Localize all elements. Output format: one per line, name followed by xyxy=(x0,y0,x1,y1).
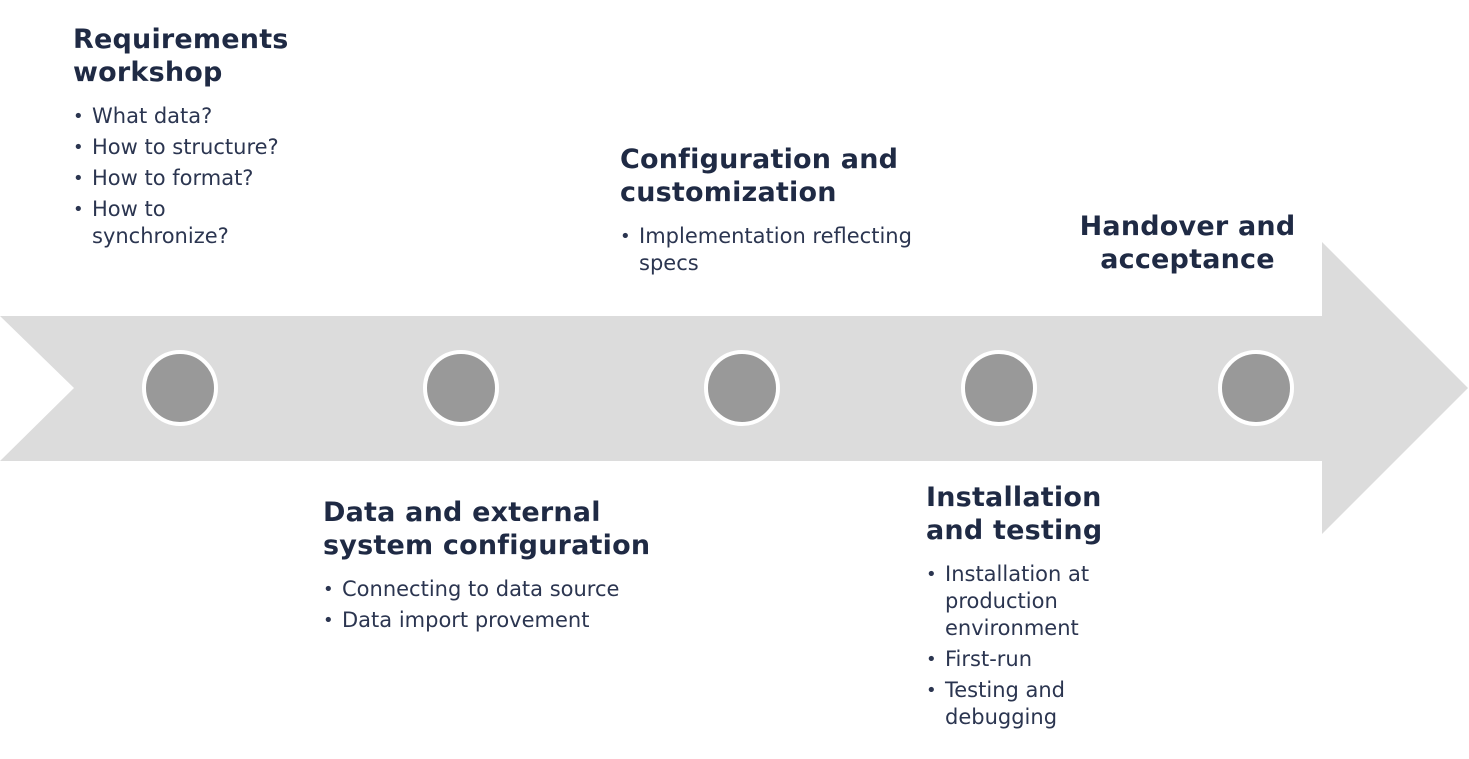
step-installation-and-testing: Installation and testing Installation at… xyxy=(926,481,1136,735)
timeline-node-5 xyxy=(1218,350,1294,426)
bullet-item: How to structure? xyxy=(73,134,303,161)
step-bullet-list: Connecting to data source Data import pr… xyxy=(323,576,683,634)
timeline-node-4 xyxy=(961,350,1037,426)
step-data-and-external-system-configuration: Data and external system configuration C… xyxy=(323,496,683,638)
timeline-node-3 xyxy=(704,350,780,426)
bullet-item: Implementation reflecting specs xyxy=(620,223,920,277)
bullet-item: First-run xyxy=(926,646,1136,673)
timeline-node-1 xyxy=(142,350,218,426)
step-bullet-list: Installation at production environment F… xyxy=(926,561,1136,731)
step-handover-and-acceptance: Handover and acceptance xyxy=(1065,210,1310,276)
bullet-item: Data import provement xyxy=(323,607,683,634)
bullet-item: What data? xyxy=(73,103,303,130)
bullet-item: Testing and debugging xyxy=(926,677,1136,731)
step-title: Installation and testing xyxy=(926,482,1103,546)
step-title: Requirements workshop xyxy=(73,24,289,88)
bullet-item: How to synchronize? xyxy=(73,196,303,250)
step-title: Handover and acceptance xyxy=(1079,211,1296,275)
step-title: Configuration and customization xyxy=(620,144,899,208)
bullet-item: Installation at production environment xyxy=(926,561,1136,642)
timeline-node-2 xyxy=(423,350,499,426)
step-bullet-list: Implementation reflecting specs xyxy=(620,223,920,277)
bullet-item: How to format? xyxy=(73,165,303,192)
step-requirements-workshop: Requirements workshop What data? How to … xyxy=(73,23,303,254)
step-title: Data and external system configuration xyxy=(323,497,651,561)
bullet-item: Connecting to data source xyxy=(323,576,683,603)
step-bullet-list: What data? How to structure? How to form… xyxy=(73,103,303,250)
step-configuration-and-customization: Configuration and customization Implemen… xyxy=(620,143,920,281)
